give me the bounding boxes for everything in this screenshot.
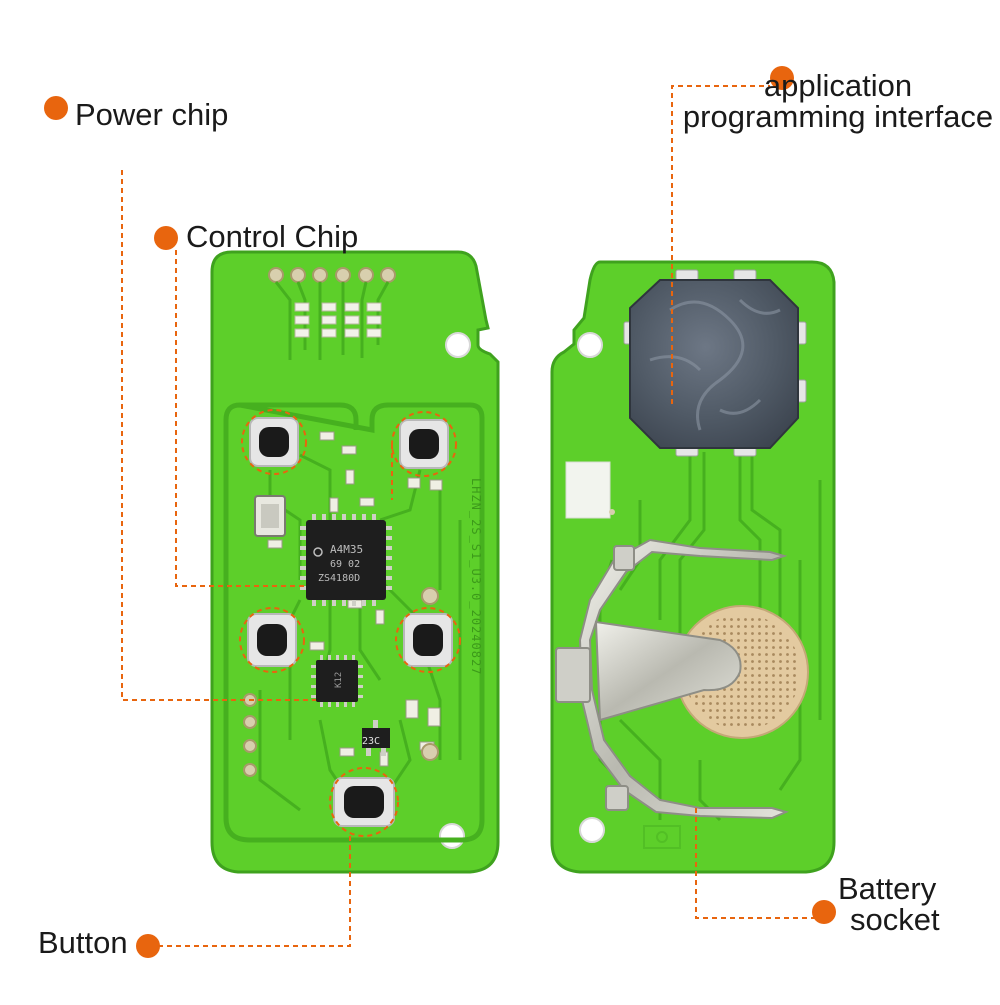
callout-api: application programming interface [676,70,1000,132]
battery-contact [555,538,789,820]
transistor: 23C [362,720,390,756]
leader-battery [695,808,820,919]
left-side-pads [243,693,257,777]
left-trace-ring [223,402,485,843]
leader-control-chip [175,250,306,587]
left-mount-hole-top [445,332,471,358]
left-pcb: A4M35 69 02 ZS4180D K12 23C LHZN_2S_S1_U… [210,250,500,874]
right-mount-hole-top [577,332,603,358]
label-sticker [565,461,611,519]
tactile-button-middle-left [247,613,297,667]
mcu-marking-3: ZS4180D [318,573,360,584]
callout-api-line-2: programming interface [682,99,994,134]
dot-battery [812,900,836,924]
callout-battery-line-1: Battery [838,871,937,906]
tactile-button-top-left [249,417,299,467]
leader-lines [121,85,820,947]
programming-module [623,269,807,457]
leader-power-chip [121,170,316,701]
tactile-button-top-right [399,419,449,469]
callout-battery-socket: Battery socket [838,873,940,935]
leader-api [671,85,770,404]
board-silkscreen: LHZN_2S_S1_U3.0_20240827 [469,478,483,675]
right-mount-hole-bottom [579,817,605,843]
faded-logo [643,825,681,849]
dot-api [770,66,794,90]
leader-button [158,836,351,947]
tactile-button-middle-right [403,613,453,667]
power-chip: K12 [311,655,363,707]
transistor-marking: 23C [362,736,380,747]
small-chip-marking: K12 [334,672,344,688]
callout-dots [44,66,836,958]
dot-power-chip [44,96,68,120]
right-pcb [550,260,836,874]
callout-control-chip: Control Chip [186,219,359,254]
dot-control-chip [154,226,178,250]
tactile-button-bottom [333,777,395,827]
callout-battery-line-2: socket [850,902,940,937]
left-traces [258,453,462,812]
callout-button: Button [38,925,128,960]
dot-button [136,934,160,958]
left-top-pads [268,267,396,360]
mcu-marking-2: 69 02 [330,559,360,570]
mcu-marking-1: A4M35 [330,543,363,556]
left-mount-hole-bottom [439,823,465,849]
control-chip: A4M35 69 02 ZS4180D [300,514,392,606]
callout-power-chip: Power chip [75,97,229,132]
callout-api-line-1: application [763,68,913,103]
